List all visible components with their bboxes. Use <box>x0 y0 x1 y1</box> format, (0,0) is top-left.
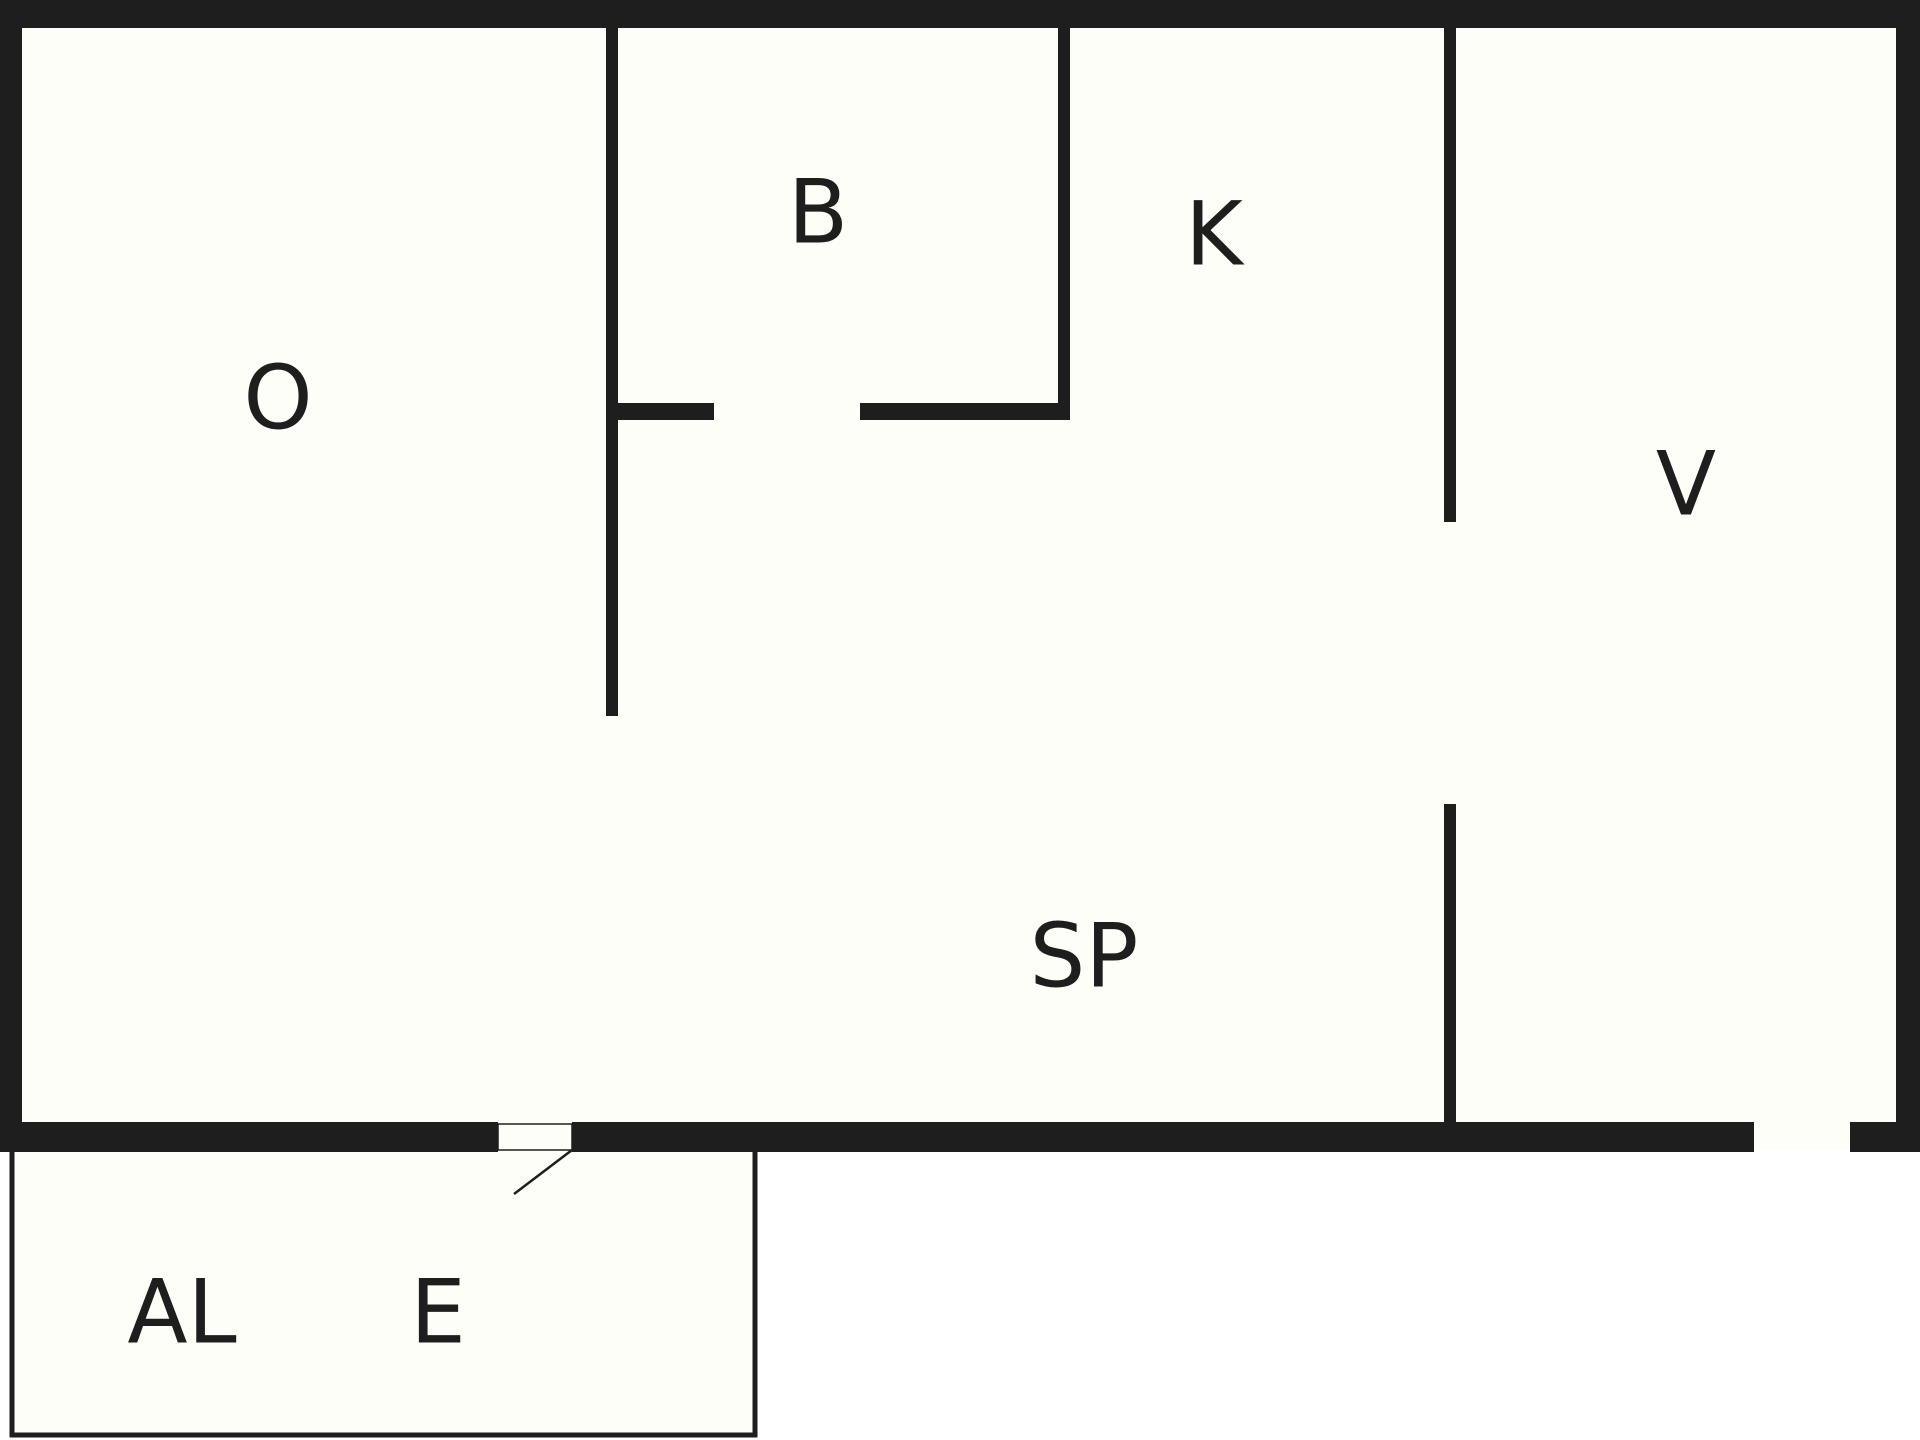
main-floor-area <box>0 0 1920 1150</box>
outer-wall-top <box>0 0 1920 28</box>
room-label-sp: SP <box>1030 905 1139 1008</box>
annex-floor-area <box>10 1150 755 1435</box>
room-label-k: K <box>1185 183 1245 286</box>
wall-v-upper <box>1444 26 1456 522</box>
entrance-door-swing <box>513 1149 573 1195</box>
wall-b-right <box>1058 26 1070 420</box>
room-label-o: O <box>243 347 312 450</box>
room-label-b: B <box>788 161 848 264</box>
wall-b-bottom-right <box>860 403 1070 420</box>
room-label-e: E <box>410 1261 466 1364</box>
wall-o-divider <box>606 26 618 716</box>
outer-wall-left <box>0 0 22 1152</box>
annex-outline <box>9 1150 758 1438</box>
outer-wall-right <box>1896 0 1920 1152</box>
bottom-wall-right-segment <box>1850 1122 1920 1152</box>
entrance-door <box>497 1123 573 1151</box>
wall-b-bottom-left <box>612 403 714 420</box>
room-label-v: V <box>1656 433 1716 536</box>
wall-v-lower <box>1444 804 1456 1124</box>
bottom-wall-middle-segment <box>572 1122 1754 1152</box>
bottom-wall-left-segment <box>0 1122 498 1152</box>
room-label-al: AL <box>127 1261 236 1364</box>
